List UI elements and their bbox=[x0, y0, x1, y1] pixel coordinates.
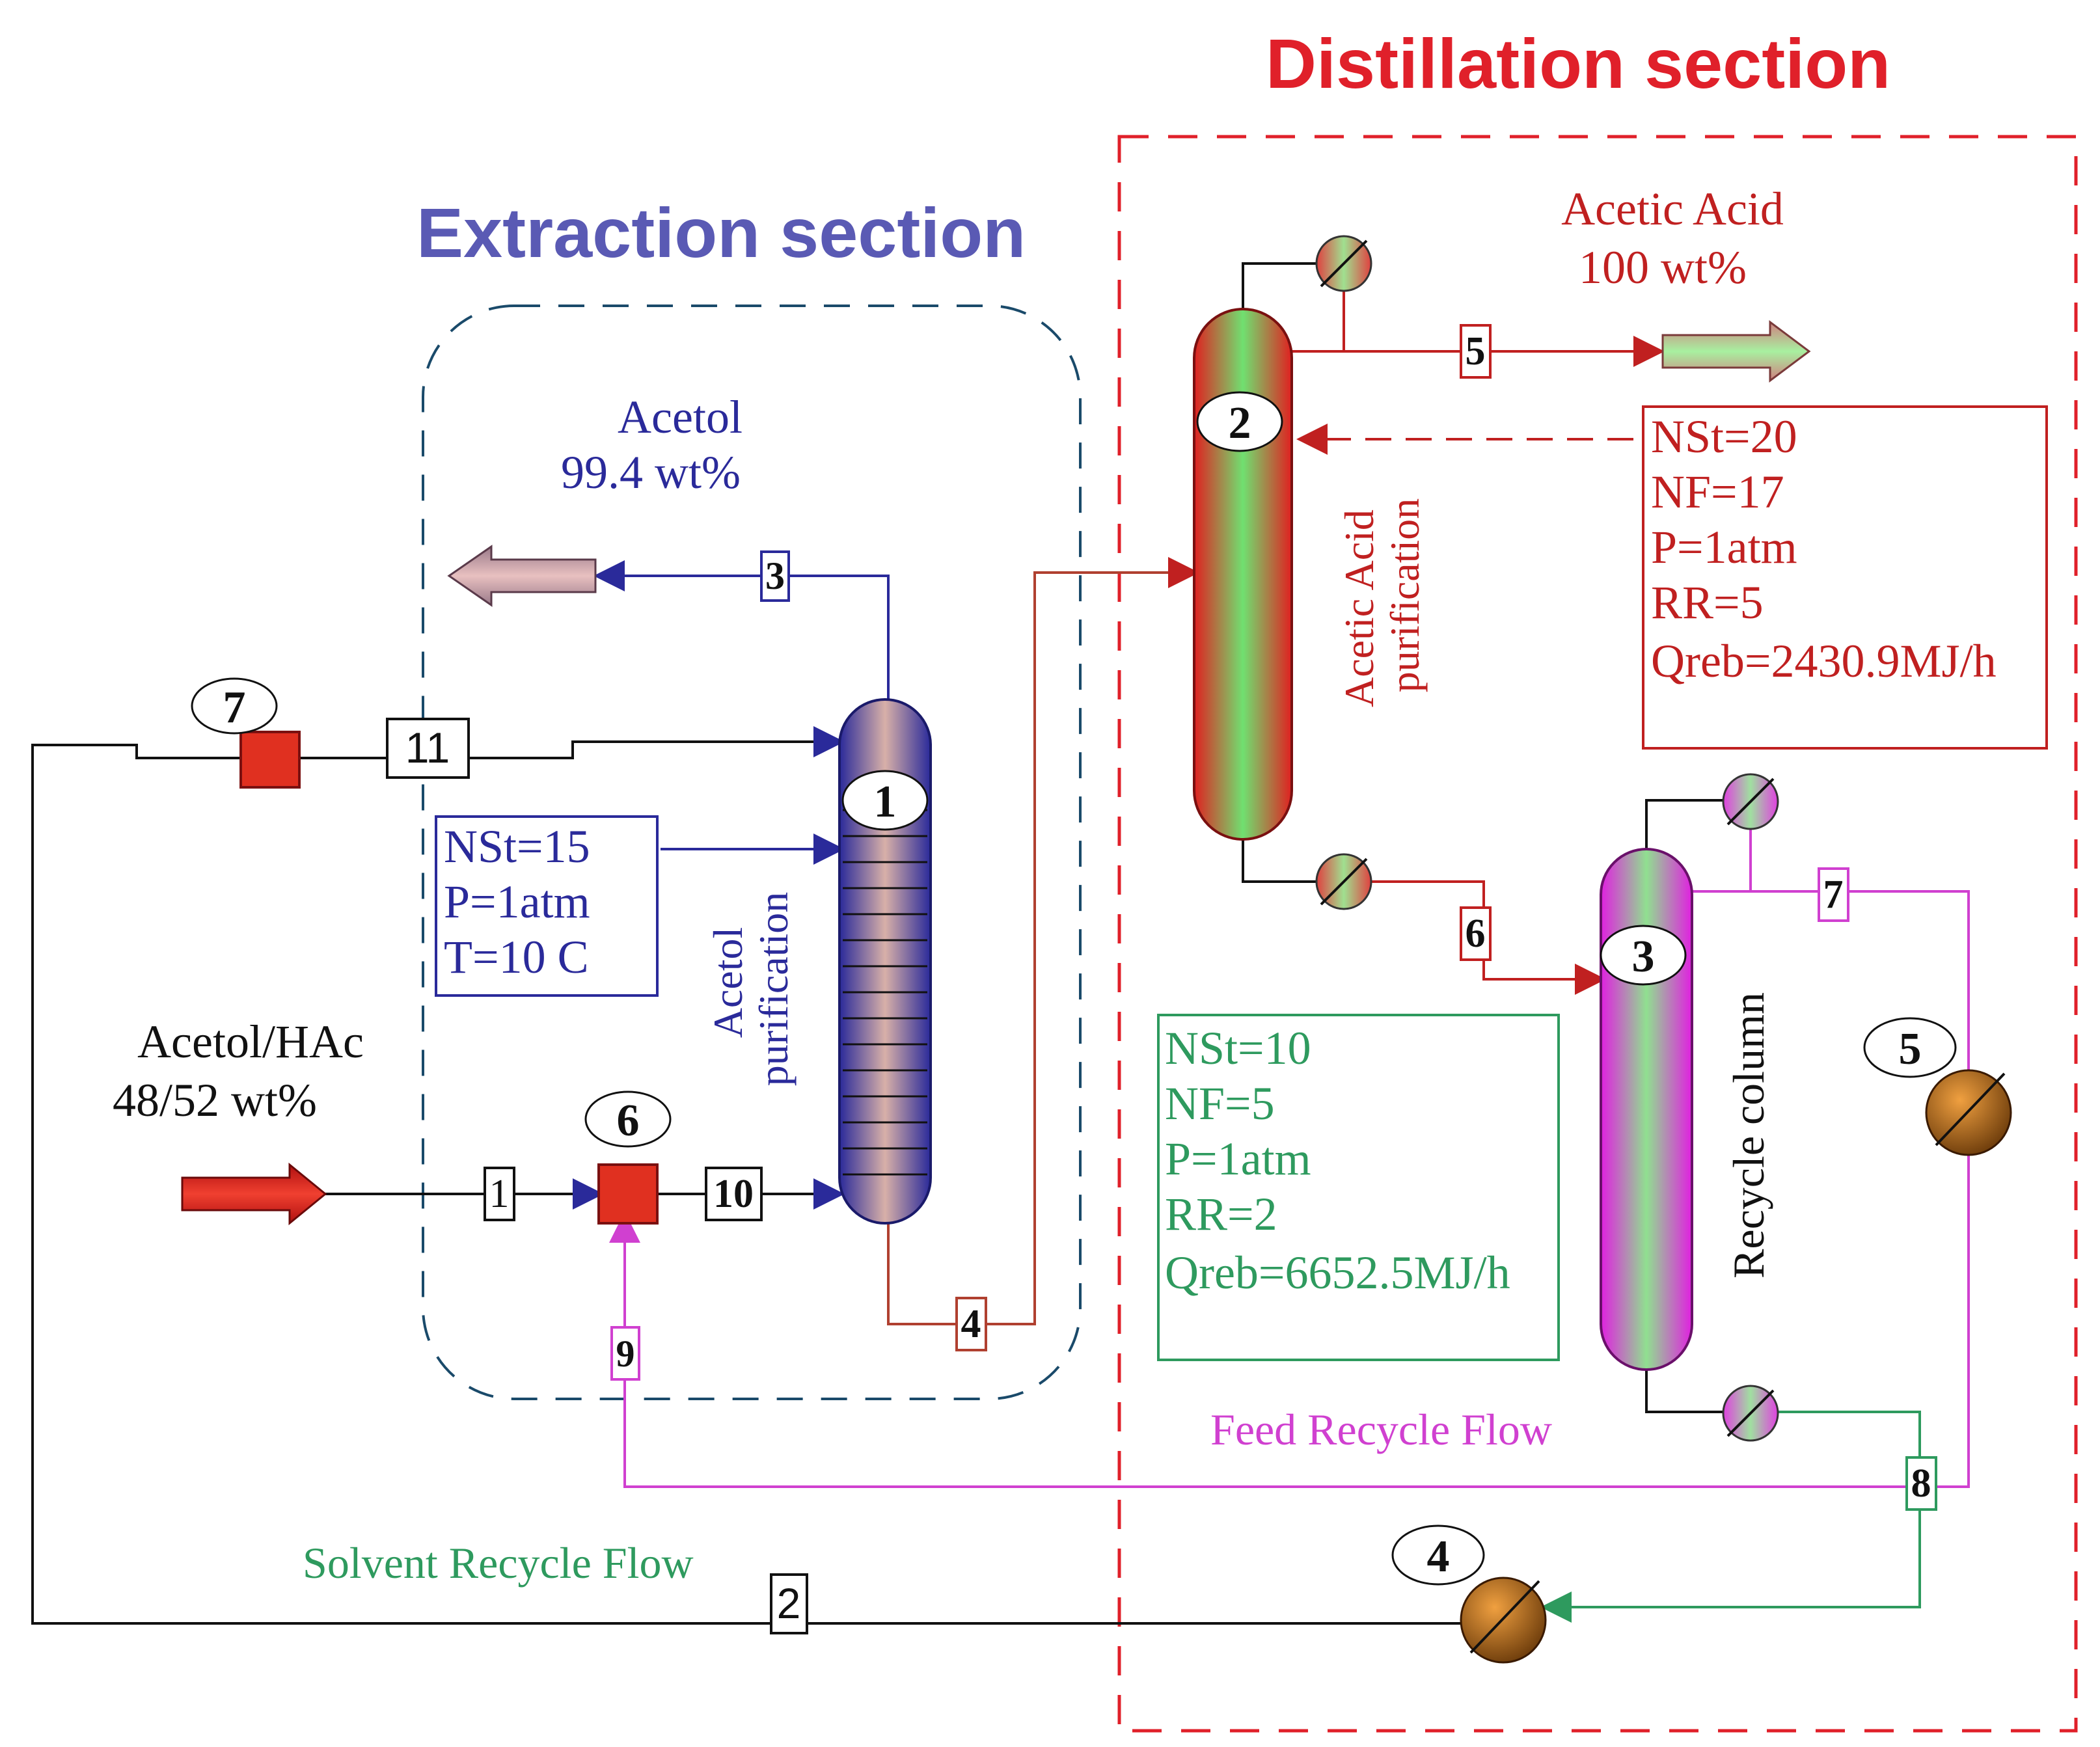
feed-arrow bbox=[181, 1162, 327, 1226]
pipe-solvent-recycle bbox=[1540, 1411, 1921, 1623]
column-2-label-line2: purification bbox=[1382, 498, 1428, 693]
mixer-6-id: 6 bbox=[617, 1096, 640, 1146]
svg-text:9: 9 bbox=[616, 1333, 635, 1375]
column-3-id: 3 bbox=[1632, 932, 1655, 982]
heat-exchanger-4-badge bbox=[1391, 1524, 1485, 1586]
column-1-id-badge bbox=[841, 770, 929, 831]
mixer-7[interactable] bbox=[239, 731, 301, 789]
svg-text:2: 2 bbox=[777, 1579, 801, 1627]
pipe-stream-3 bbox=[593, 560, 890, 703]
col2-spec: P=1atm bbox=[1651, 521, 1797, 573]
heat-exchanger-5[interactable] bbox=[1925, 1069, 2012, 1156]
column-1-id: 1 bbox=[874, 777, 897, 827]
heat-exchanger-4-id: 4 bbox=[1427, 1532, 1450, 1582]
svg-text:1: 1 bbox=[489, 1172, 510, 1216]
feed-composition: 48/52 wt% bbox=[113, 1074, 317, 1126]
solvent-recycle-flow-label: Solvent Recycle Flow bbox=[303, 1538, 694, 1588]
acetic-acid-name: Acetic Acid bbox=[1561, 183, 1784, 235]
acetic-acid-product-arrow bbox=[1661, 320, 1811, 383]
stream-tag-11[interactable]: 11 bbox=[386, 718, 470, 779]
distillation-section-title: Distillation section bbox=[1266, 24, 1890, 103]
col3-spec: RR=2 bbox=[1165, 1188, 1277, 1240]
column-1-spec-box: NSt=15 P=1atm T=10 C bbox=[435, 815, 659, 997]
acetic-acid-purity: 100 wt% bbox=[1579, 241, 1747, 293]
pipe-col2-bottom bbox=[1242, 826, 1318, 883]
stream-tag-6[interactable]: 6 bbox=[1460, 906, 1492, 961]
svg-text:3: 3 bbox=[765, 554, 785, 597]
column-3-spec-box: NSt=10 NF=5 P=1atm RR=2 Qreb=6652.5MJ/h bbox=[1157, 1014, 1560, 1361]
reboiler-col3[interactable] bbox=[1722, 1385, 1779, 1442]
col1-spec: P=1atm bbox=[444, 876, 590, 928]
stream-tag-1[interactable]: 1 bbox=[484, 1167, 515, 1221]
col3-spec: P=1atm bbox=[1165, 1133, 1311, 1185]
col2-spec: RR=5 bbox=[1651, 576, 1764, 629]
column-2-id-badge bbox=[1196, 391, 1283, 452]
pipe-col2-top bbox=[1242, 262, 1318, 322]
condenser-col2[interactable] bbox=[1315, 235, 1372, 292]
column-3-id-badge bbox=[1600, 925, 1687, 986]
condenser-col3[interactable] bbox=[1722, 773, 1779, 830]
heat-exchanger-5-badge bbox=[1863, 1017, 1957, 1078]
mixer-7-badge bbox=[191, 677, 278, 735]
stream-tag-3[interactable]: 3 bbox=[760, 550, 790, 602]
col3-spec: NSt=10 bbox=[1165, 1022, 1311, 1074]
acetol-product-arrow bbox=[447, 545, 597, 607]
svg-text:8: 8 bbox=[1911, 1461, 1931, 1506]
mixer-7-id: 7 bbox=[223, 683, 246, 733]
svg-text:5: 5 bbox=[1466, 329, 1486, 373]
mixer-6-badge bbox=[584, 1090, 672, 1148]
svg-text:10: 10 bbox=[713, 1172, 754, 1216]
pipe-stream-4 bbox=[887, 557, 1199, 1325]
col1-spec: T=10 C bbox=[444, 931, 589, 983]
heat-exchanger-4[interactable] bbox=[1460, 1577, 1547, 1664]
pipe-col3-bottom bbox=[1645, 1360, 1731, 1413]
column-2-spec-box: NSt=20 NF=17 P=1atm RR=5 Qreb=2430.9MJ/h bbox=[1642, 405, 2048, 750]
column-1-label-line1: Acetol bbox=[705, 927, 751, 1038]
col2-spec: NF=17 bbox=[1651, 466, 1784, 518]
column-2-label-line1: Acetic Acid bbox=[1336, 509, 1382, 707]
col3-spec: Qreb=6652.5MJ/h bbox=[1165, 1247, 1510, 1299]
svg-text:11: 11 bbox=[405, 724, 450, 772]
col1-spec: NSt=15 bbox=[444, 820, 590, 873]
stream-tag-8[interactable]: 8 bbox=[1905, 1456, 1937, 1511]
distillation-section-boundary bbox=[1117, 135, 2078, 1733]
pipe-stream-5 bbox=[1292, 286, 1665, 367]
col2-spec: NSt=20 bbox=[1651, 411, 1797, 463]
column-2[interactable] bbox=[1193, 308, 1293, 841]
acetol-name: Acetol bbox=[618, 391, 743, 443]
column-1-label-line2: purification bbox=[750, 892, 797, 1087]
feed-recycle-flow-label: Feed Recycle Flow bbox=[1210, 1405, 1552, 1454]
stream-tag-10[interactable]: 10 bbox=[705, 1167, 763, 1221]
column-1[interactable] bbox=[838, 698, 932, 1225]
column-3-label: Recycle column bbox=[1724, 992, 1773, 1279]
extraction-section-title: Extraction section bbox=[416, 193, 1026, 272]
heat-exchanger-5-id: 5 bbox=[1899, 1024, 1922, 1074]
svg-text:4: 4 bbox=[961, 1302, 981, 1346]
extraction-section-boundary bbox=[422, 305, 1082, 1400]
stream-tag-2[interactable]: 2 bbox=[770, 1573, 808, 1634]
pipe-col3-top bbox=[1645, 799, 1731, 852]
stream-tag-7[interactable]: 7 bbox=[1818, 867, 1849, 922]
svg-text:7: 7 bbox=[1823, 873, 1844, 917]
feed-name: Acetol/HAc bbox=[137, 1016, 364, 1068]
pipe-stream-7 bbox=[1692, 826, 1970, 1074]
stream-tag-4[interactable]: 4 bbox=[955, 1297, 987, 1351]
mixer-6[interactable] bbox=[597, 1163, 659, 1225]
stream-tag-9[interactable]: 9 bbox=[610, 1326, 640, 1381]
pipe-stream-2 bbox=[31, 744, 1477, 1625]
col3-spec: NF=5 bbox=[1165, 1077, 1275, 1130]
reboiler-col2[interactable] bbox=[1315, 853, 1372, 910]
svg-text:6: 6 bbox=[1466, 912, 1486, 956]
column-2-id: 2 bbox=[1229, 398, 1251, 448]
col2-spec: Qreb=2430.9MJ/h bbox=[1651, 635, 1997, 687]
acetol-purity: 99.4 wt% bbox=[561, 446, 741, 498]
stream-tag-5[interactable]: 5 bbox=[1460, 324, 1492, 379]
